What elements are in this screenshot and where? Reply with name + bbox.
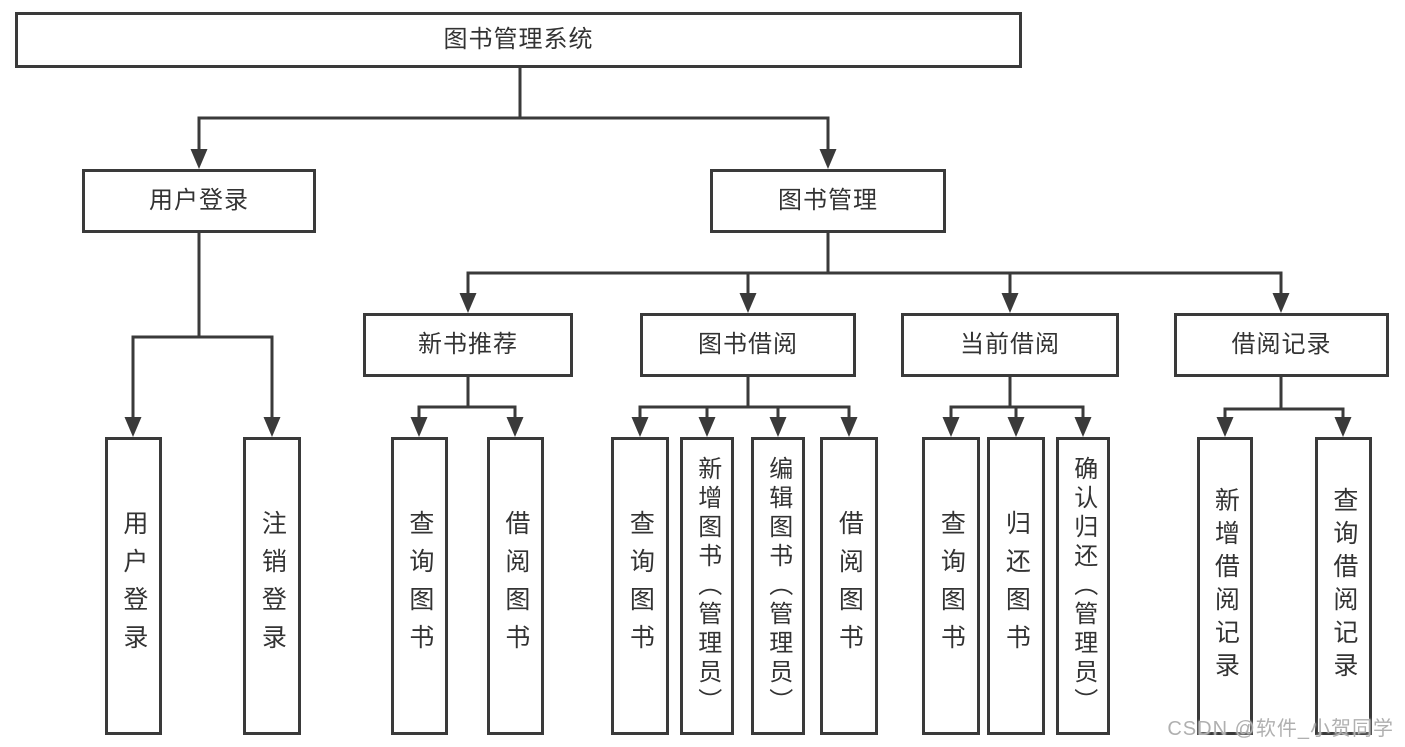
leaf-borrowing-query-books: 查询图书 — [611, 437, 669, 735]
watermark: CSDN @软件_小贺同学 — [1167, 718, 1394, 740]
node-new-book-recommend: 新书推荐 — [363, 313, 573, 377]
node-current-borrowing: 当前借阅 — [901, 313, 1119, 377]
leaf-user-login: 用户登录 — [105, 437, 162, 735]
leaf-recommend-borrow-books: 借阅图书 — [487, 437, 544, 735]
leaf-current-query-books: 查询图书 — [922, 437, 980, 735]
leaf-logout: 注销登录 — [243, 437, 301, 735]
node-user-login: 用户登录 — [82, 169, 316, 233]
leaf-current-confirm-return-admin: 确认归还（管理员） — [1056, 437, 1110, 735]
node-book-borrowing: 图书借阅 — [640, 313, 856, 377]
leaf-borrowing-edit-books-admin: 编辑图书（管理员） — [751, 437, 805, 735]
leaf-borrowing-borrow-books: 借阅图书 — [820, 437, 878, 735]
leaf-borrowing-add-books-admin: 新增图书（管理员） — [680, 437, 734, 735]
node-borrowing-records: 借阅记录 — [1174, 313, 1389, 377]
node-book-management: 图书管理 — [710, 169, 946, 233]
leaf-recommend-query-books: 查询图书 — [391, 437, 448, 735]
leaf-current-return-books: 归还图书 — [987, 437, 1045, 735]
leaf-records-query-record: 查询借阅记录 — [1315, 437, 1372, 735]
node-library-management-system: 图书管理系统 — [15, 12, 1022, 68]
leaf-records-add-record: 新增借阅记录 — [1197, 437, 1253, 735]
